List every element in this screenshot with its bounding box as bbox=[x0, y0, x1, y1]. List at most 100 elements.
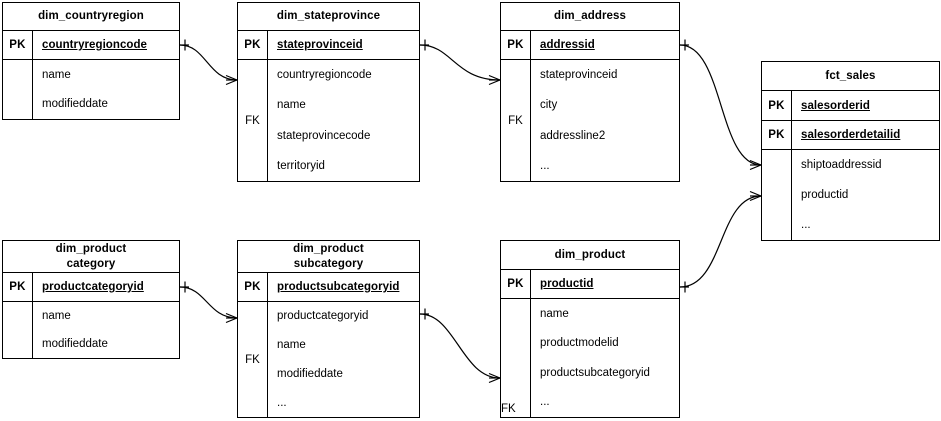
key-badge: PK bbox=[238, 273, 268, 301]
entity-title-dim_address: dim_address bbox=[501, 3, 679, 31]
entity-title-dim_stateprovince: dim_stateprovince bbox=[238, 3, 419, 31]
attribute-name: city bbox=[540, 99, 558, 112]
attribute-name: modifieddate bbox=[277, 367, 343, 380]
key-badge: PK bbox=[3, 31, 33, 59]
attribute-name-list: name modifieddate bbox=[33, 302, 179, 358]
attribute-name: ... bbox=[540, 159, 550, 172]
attribute-row[interactable]: PK addressid bbox=[501, 31, 679, 60]
cardinality-many-marker bbox=[225, 317, 238, 324]
relationship-line bbox=[179, 286, 238, 319]
attribute-row[interactable]: PK salesorderid bbox=[762, 91, 939, 121]
cardinality-many-marker bbox=[488, 79, 501, 86]
attribute-name: stateprovincecode bbox=[277, 129, 371, 142]
attribute-name: ... bbox=[540, 396, 550, 409]
cardinality-many-marker bbox=[225, 79, 238, 86]
attribute-group: FK countryregioncode name stateprovincecode… bbox=[238, 60, 419, 181]
attribute-name: name bbox=[42, 310, 71, 322]
relationship-productsubcategory-to-product bbox=[419, 308, 501, 384]
attribute-name: modifieddate bbox=[42, 338, 108, 350]
attribute-name: productsubcategoryid bbox=[540, 366, 650, 379]
relationship-product-to-fctsales bbox=[679, 190, 762, 293]
relationship-countryregion-to-stateprovince bbox=[179, 39, 238, 86]
attribute-name: name bbox=[42, 68, 71, 81]
attribute-name: stateprovinceid bbox=[540, 69, 618, 82]
key-badge: PK bbox=[762, 121, 792, 149]
relationship-productcategory-to-subcategory bbox=[179, 281, 238, 324]
cardinality-many-marker bbox=[749, 190, 762, 197]
attribute-name: shiptoaddressid bbox=[801, 159, 882, 171]
cardinality-many-marker bbox=[488, 377, 501, 384]
attribute-name: salesorderid bbox=[801, 99, 870, 112]
key-badge: PK bbox=[501, 270, 531, 298]
attribute-name-list: name productmodelid productsubcategoryid..… bbox=[531, 299, 679, 417]
relationship-address-to-fctsales bbox=[679, 39, 762, 171]
attribute-name: ... bbox=[801, 219, 811, 231]
attribute-name: name bbox=[540, 307, 569, 320]
entity-title-dim_productsubcategory: dim_product subcategory bbox=[238, 241, 419, 273]
attribute-group: FK name productmodelid productsubcategoryid… bbox=[501, 299, 679, 417]
attribute-name: countryregioncode bbox=[42, 39, 148, 51]
key-badge: FK bbox=[501, 299, 531, 417]
key-badge bbox=[3, 60, 33, 119]
attribute-name: stateprovinceid bbox=[277, 39, 363, 51]
cardinality-many-marker bbox=[488, 372, 501, 379]
relationship-stateprovince-to-address bbox=[419, 39, 501, 86]
attribute-group: FK stateprovinceid city addressline2... bbox=[501, 60, 679, 181]
attribute-name: name bbox=[277, 339, 306, 352]
key-badge: PK bbox=[762, 91, 792, 120]
relationship-line bbox=[419, 44, 501, 81]
attribute-name-list: stateprovinceid city addressline2... bbox=[531, 60, 679, 181]
entity-title-fct_sales: fct_sales bbox=[762, 62, 939, 91]
key-badge: FK bbox=[501, 60, 531, 181]
attribute-name: productcategoryid bbox=[277, 310, 369, 323]
cardinality-many-marker bbox=[749, 164, 762, 171]
attribute-name: name bbox=[277, 99, 306, 112]
attribute-name: countryregioncode bbox=[277, 69, 372, 82]
attribute-name: productcategoryid bbox=[42, 281, 144, 293]
key-badge bbox=[3, 302, 33, 358]
attribute-name: salesorderdetailid bbox=[801, 129, 901, 141]
entity-title-dim_product: dim_product bbox=[501, 241, 679, 270]
attribute-row[interactable]: PK stateprovinceid bbox=[238, 31, 419, 60]
attribute-name: productsubcategoryid bbox=[277, 281, 400, 293]
attribute-group: name modifieddate bbox=[3, 302, 179, 358]
cardinality-many-marker bbox=[749, 159, 762, 166]
relationship-line bbox=[679, 44, 762, 166]
attribute-row[interactable]: PK countryregioncode bbox=[3, 31, 179, 60]
key-badge: PK bbox=[501, 31, 531, 59]
relationship-line bbox=[419, 313, 501, 379]
attribute-name: addressid bbox=[540, 39, 595, 51]
key-badge: FK bbox=[238, 60, 268, 181]
attribute-name: ... bbox=[277, 396, 287, 409]
attribute-row[interactable]: PK productsubcategoryid bbox=[238, 273, 419, 302]
attribute-name: addressline2 bbox=[540, 129, 606, 142]
attribute-row[interactable]: PK salesorderdetailid bbox=[762, 121, 939, 150]
attribute-name-list: shiptoaddressid productid... bbox=[792, 150, 939, 240]
key-badge bbox=[762, 150, 792, 240]
key-badge: FK bbox=[238, 302, 268, 417]
relationship-line bbox=[679, 195, 762, 288]
attribute-row[interactable]: PK productcategoryid bbox=[3, 273, 179, 302]
key-badge: PK bbox=[238, 31, 268, 59]
cardinality-many-marker bbox=[225, 312, 238, 319]
cardinality-many-marker bbox=[749, 195, 762, 202]
attribute-name: territoryid bbox=[277, 159, 325, 172]
attribute-name: productmodelid bbox=[540, 337, 619, 350]
attribute-group: shiptoaddressid productid... bbox=[762, 150, 939, 240]
attribute-group: FK productcategoryid name modifieddate... bbox=[238, 302, 419, 417]
attribute-name-list: countryregioncode name stateprovincecode te… bbox=[268, 60, 419, 181]
attribute-name: productid bbox=[801, 189, 849, 201]
cardinality-many-marker bbox=[225, 74, 238, 81]
relationship-line bbox=[179, 44, 238, 81]
key-badge: PK bbox=[3, 273, 33, 301]
